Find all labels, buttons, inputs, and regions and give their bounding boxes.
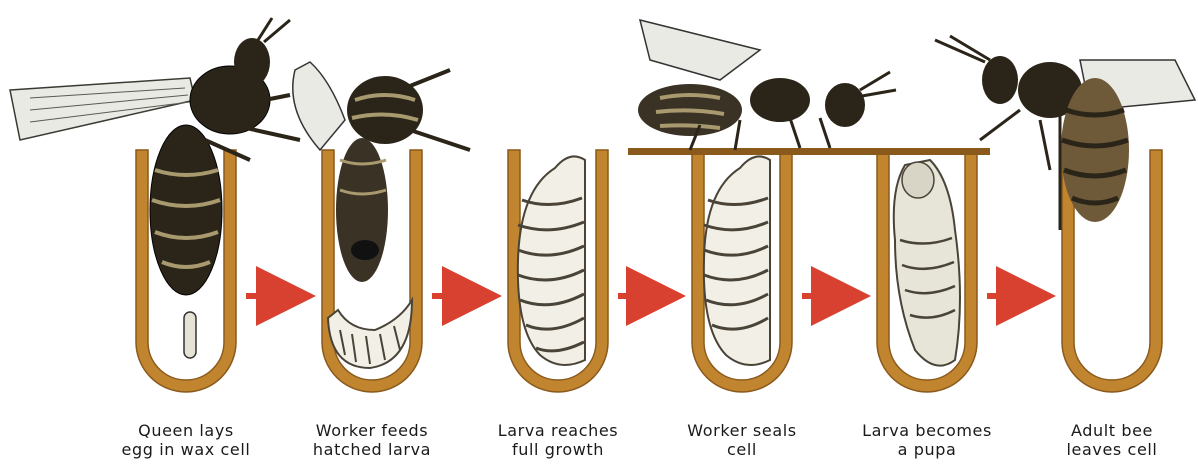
worker-bee-icon <box>293 62 470 282</box>
queen-bee-icon <box>10 18 300 295</box>
larva-icon <box>518 156 585 365</box>
caption-line-2: leaves cell <box>1027 440 1197 459</box>
caption-line-1: Worker seals <box>657 421 827 440</box>
caption-line-1: Worker feeds <box>287 421 457 440</box>
caption-line-2: full growth <box>473 440 643 459</box>
caption-line-2: egg in wax cell <box>101 440 271 459</box>
caption-line-1: Adult bee <box>1027 421 1197 440</box>
wax-seal-bar <box>628 148 990 155</box>
egg-icon <box>184 312 196 358</box>
caption-line-2: cell <box>657 440 827 459</box>
larva-icon <box>704 156 770 365</box>
pupa-icon <box>894 160 960 366</box>
caption-line-2: hatched larva <box>287 440 457 459</box>
caption-line-1: Queen lays <box>101 421 271 440</box>
caption-line-1: Larva reaches <box>473 421 643 440</box>
caption-line-1: Larva becomes <box>842 421 1012 440</box>
caption-line-2: a pupa <box>842 440 1012 459</box>
worker-bee-icon <box>638 20 896 150</box>
